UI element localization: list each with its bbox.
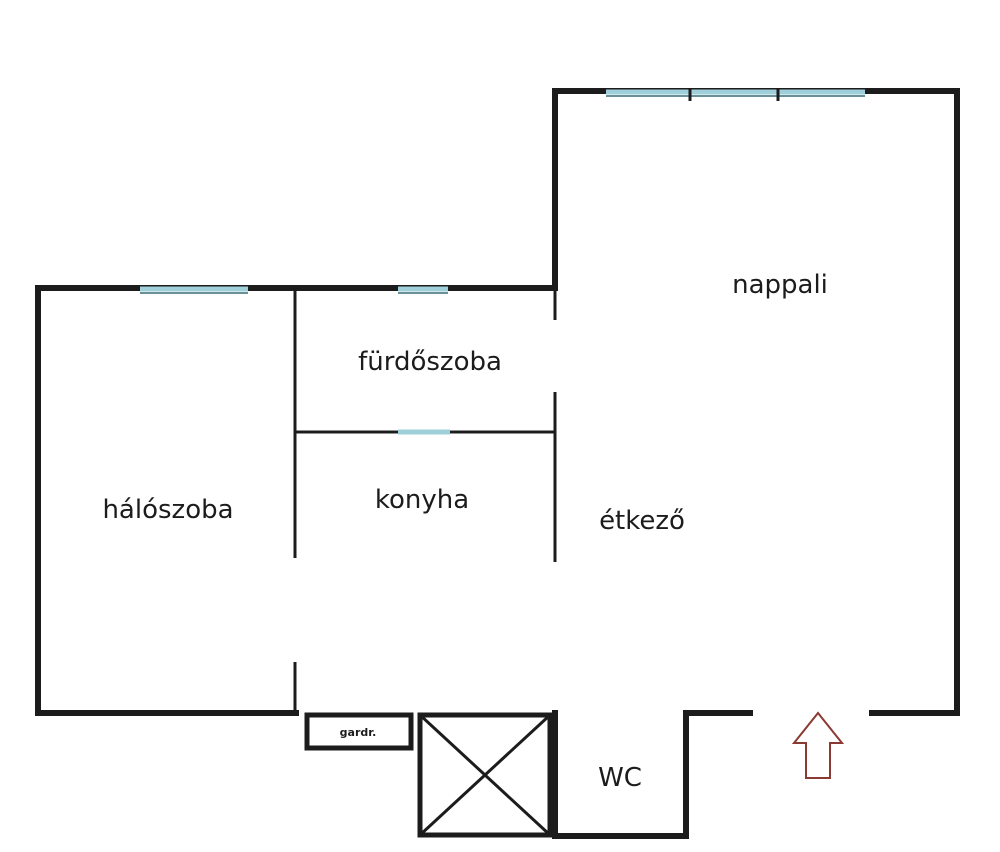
label-furdoszoba: fürdőszoba — [358, 347, 502, 377]
label-etkezo: étkező — [599, 506, 685, 536]
crossed-box-icon — [417, 712, 553, 838]
label-wc: WC — [598, 763, 642, 793]
wall-left-wing — [35, 285, 558, 716]
arrow-up-icon — [791, 711, 845, 779]
label-haloszoba: hálószoba — [102, 495, 233, 525]
wardrobe — [304, 712, 414, 751]
outer-walls — [35, 88, 960, 839]
windows — [140, 89, 865, 435]
label-konyha: konyha — [375, 485, 469, 515]
label-nappali: nappali — [732, 270, 828, 300]
wall-entrance-left — [552, 710, 753, 839]
label-gardrob: gardr. — [340, 726, 377, 739]
wall-living-room — [552, 88, 960, 716]
